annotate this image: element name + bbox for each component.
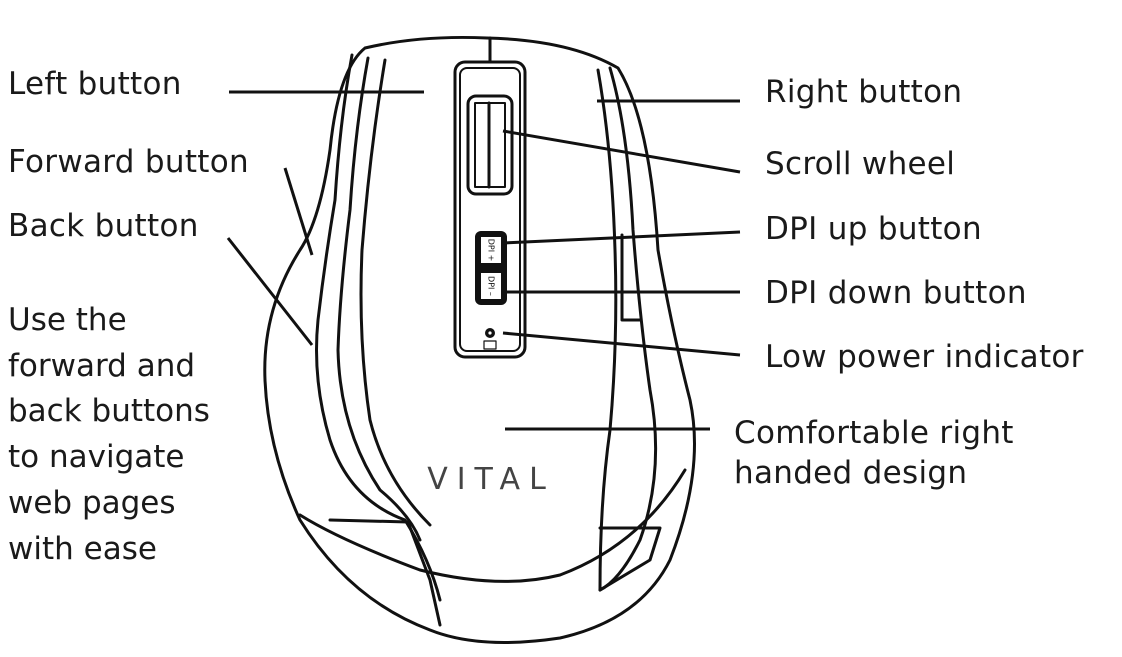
note-line: forward and [8, 347, 196, 384]
label-design-line1: Comfortable right [734, 415, 1014, 451]
note-line: Use the [8, 302, 127, 338]
dpi-up-key-label: DPI + [487, 239, 496, 262]
label-design-line2: handed design [734, 455, 968, 491]
note-line: back buttons [8, 393, 210, 430]
label-low-power: Low power indicator [765, 339, 1084, 375]
leader-dpi-up [502, 230, 741, 245]
note-line: with ease [8, 530, 157, 567]
dpi-down-key-label: DPI – [487, 276, 496, 296]
label-dpi-up: DPI up button [765, 211, 982, 247]
leader-forward-button [283, 167, 314, 256]
leader-back-button [226, 237, 314, 346]
note-line: to navigate [8, 439, 185, 476]
note-line: web pages [8, 484, 176, 521]
label-left-button: Left button [8, 66, 182, 102]
brand-logo: VITAL [427, 462, 555, 497]
label-back-button: Back button [8, 208, 199, 244]
low-power-indicator [483, 328, 497, 350]
mouse-outline [263, 35, 696, 644]
leader-scroll-wheel [502, 129, 741, 174]
label-scroll-wheel: Scroll wheel [765, 146, 956, 182]
navigation-note: Use the forward and back buttons to navi… [8, 298, 210, 572]
leader-lines [226, 90, 741, 431]
label-right-button: Right button [765, 74, 963, 110]
scroll-wheel[interactable] [466, 94, 514, 196]
dpi-buttons[interactable] [475, 231, 507, 305]
leader-low-power [502, 331, 741, 357]
center-panel [453, 60, 527, 359]
label-forward-button: Forward button [8, 144, 249, 180]
label-dpi-down: DPI down button [765, 275, 1027, 311]
